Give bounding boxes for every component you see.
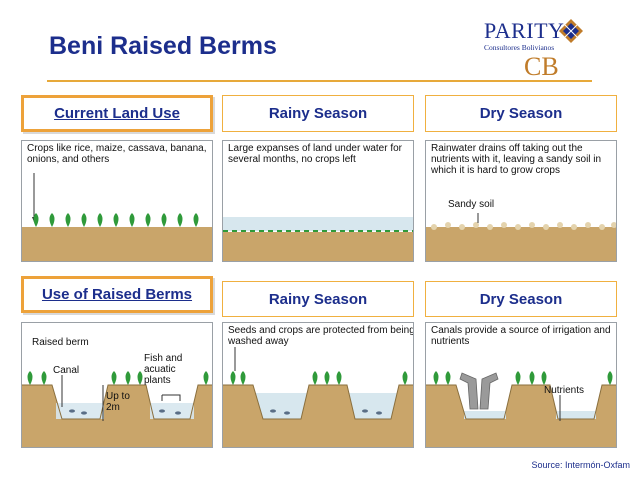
header-dry-season-1: Dry Season bbox=[425, 95, 617, 132]
parity-logo: PARITY Consultores Bolivianos CB bbox=[478, 12, 590, 82]
panel-dry-season-1: Rainwater drains off taking out the nutr… bbox=[425, 140, 617, 262]
sandy-soil-label: Sandy soil bbox=[448, 199, 495, 210]
raised-berm-label: Raised berm bbox=[32, 337, 89, 348]
sandy-soil-illustration bbox=[426, 213, 616, 261]
title-divider bbox=[47, 80, 592, 82]
fish-plants-label: Fish and acuatic plants bbox=[144, 353, 183, 386]
header-dry-season-2: Dry Season bbox=[425, 281, 617, 317]
panel-text: Rainwater drains off taking out the nutr… bbox=[431, 143, 602, 176]
nutrients-label: Nutrients bbox=[544, 385, 585, 396]
panel-rainy-season-1: Large expanses of land under water for s… bbox=[222, 140, 414, 262]
protected-crops-illustration bbox=[223, 347, 413, 447]
flooded-land-illustration bbox=[223, 217, 413, 261]
diamond-logo-icon bbox=[559, 19, 583, 43]
header-label: Rainy Season bbox=[268, 290, 368, 308]
panel-text: Seeds and crops are protected from being… bbox=[228, 325, 414, 347]
panel-rainy-season-2: Seeds and crops are protected from being… bbox=[222, 322, 414, 448]
panel-text: Crops like rice, maize, cassava, banana,… bbox=[27, 143, 207, 165]
logo-subtitle: Consultores Bolivianos bbox=[484, 43, 555, 52]
logo-name: PARITY bbox=[484, 18, 565, 43]
canal-label: Canal bbox=[53, 365, 80, 376]
crops-illustration bbox=[22, 173, 212, 261]
header-label: Dry Season bbox=[479, 105, 563, 122]
header-current-land-use: Current Land Use bbox=[21, 95, 213, 132]
source-credit: Source: Intermón-Oxfam bbox=[531, 460, 630, 470]
irrigation-illustration bbox=[426, 371, 616, 447]
header-label: Use of Raised Berms bbox=[41, 286, 193, 303]
header-label: Rainy Season bbox=[268, 105, 368, 122]
header-rainy-season-1: Rainy Season bbox=[222, 95, 414, 132]
panel-current-land-use: Crops like rice, maize, cassava, banana,… bbox=[21, 140, 213, 262]
header-rainy-season-2: Rainy Season bbox=[222, 281, 414, 317]
raised-berms-illustration bbox=[22, 371, 212, 447]
depth-label: Up to 2m bbox=[106, 391, 130, 413]
header-label: Dry Season bbox=[479, 290, 563, 308]
header-label: Current Land Use bbox=[54, 105, 180, 122]
panel-use-of-raised-berms: Raised berm Canal Fish and acuatic plant… bbox=[21, 322, 213, 448]
logo-initials: CB bbox=[524, 52, 559, 81]
header-use-of-raised-berms: Use of Raised Berms bbox=[21, 276, 213, 313]
panel-text: Canals provide a source of irrigation an… bbox=[431, 325, 611, 347]
panel-text: Large expanses of land under water for s… bbox=[228, 143, 402, 165]
page-title: Beni Raised Berms bbox=[49, 32, 277, 60]
panel-dry-season-2: Canals provide a source of irrigation an… bbox=[425, 322, 617, 448]
